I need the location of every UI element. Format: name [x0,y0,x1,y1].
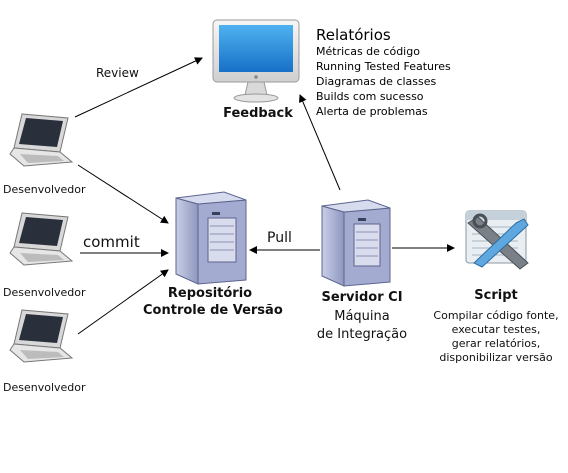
server-icon [321,199,391,287]
ci-server-line: de Integração [316,327,408,342]
relatorios-item: Running Tested Features [316,60,451,73]
script-line: gerar relatórios, [451,337,541,350]
server-icon [175,191,247,285]
dev3-to-repo-line [77,269,169,335]
ci-server-line: Máquina [334,309,390,324]
developer-label: Desenvolvedor [3,381,86,394]
monitor-icon [212,19,300,103]
developer-label: Desenvolvedor [3,286,86,299]
laptop-icon [9,212,74,266]
commit-label: commit [83,233,140,251]
script-tools-icon [465,210,529,270]
pull-label: Pull [267,230,292,246]
relatorios-item: Métricas de código [316,45,420,58]
relatorios-item: Diagramas de classes [316,75,437,88]
relatorios-item: Alerta de problemas [316,105,428,118]
feedback-label: Feedback [223,106,293,121]
developer-label: Desenvolvedor [3,183,86,196]
dev1-to-repo-line [77,164,169,224]
script-line: Compilar código fonte, [433,309,559,322]
ci-server-title: Servidor CI [321,290,403,305]
ci-to-feedback-arrow [299,94,341,191]
script-title: Script [474,288,518,303]
relatorios-box: Relatórios Métricas de código Running Te… [316,26,451,119]
laptop-icon [9,113,74,167]
review-arrow [74,57,203,118]
laptop-icon [9,309,74,363]
repository-title: Repositório [167,286,253,301]
review-label: Review [96,66,139,80]
script-line: disponibilizar versão [439,351,553,364]
relatorios-title: Relatórios [316,26,391,44]
script-line: executar testes, [451,323,541,336]
relatorios-item: Builds com sucesso [316,90,424,103]
repository-subtitle: Controle de Versão [143,303,283,318]
